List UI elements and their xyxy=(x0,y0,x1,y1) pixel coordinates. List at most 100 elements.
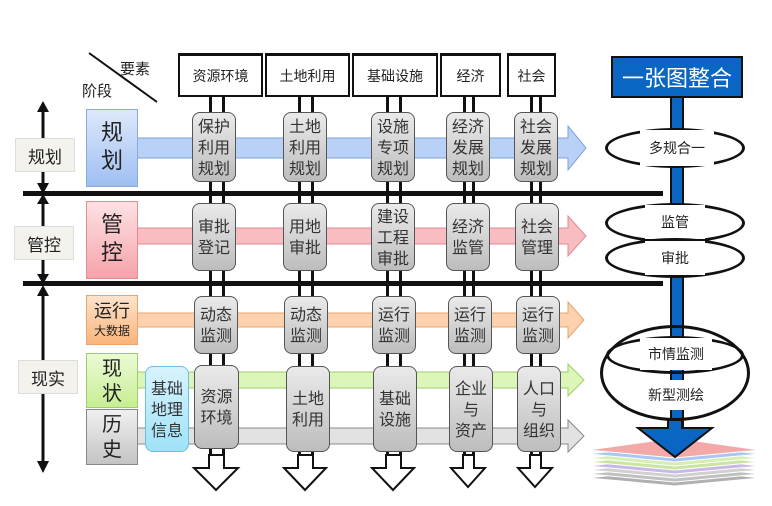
cell-line: 资产 xyxy=(454,420,487,440)
cell-control-economy: 经济监管 xyxy=(446,203,490,271)
cell-line: 审批 xyxy=(376,248,409,268)
column-header-infrastructure: 基础设施 xyxy=(352,53,438,97)
column-header-economy: 经济 xyxy=(440,53,501,97)
cell-operation-infrastructure: 运行监测 xyxy=(372,296,416,354)
cell-line: 设施 xyxy=(378,410,411,429)
row-head-char: 划 xyxy=(100,149,123,174)
column-header-society: 社会 xyxy=(507,53,556,97)
row-head-char: 管 xyxy=(100,213,123,238)
cell-line: 与 xyxy=(530,399,547,419)
cell-line: 监测 xyxy=(377,326,410,345)
column-header-resources: 资源环境 xyxy=(178,53,263,97)
cell-reality-resources: 资源环境 xyxy=(194,365,239,449)
row-head-char: 现 xyxy=(102,355,122,380)
cell-line: 审批 xyxy=(197,217,230,236)
cell-operation-economy: 运行监测 xyxy=(448,296,492,354)
cell-line: 资源 xyxy=(200,387,233,406)
cell-line: 规划 xyxy=(376,158,409,178)
cell-planning-society: 社会发展规划 xyxy=(514,112,558,182)
corner-diagonal xyxy=(88,52,158,103)
cell-line: 利用 xyxy=(291,410,324,429)
ring-label-multi-plan: 多规合一 xyxy=(640,130,714,166)
cell-line: 监管 xyxy=(451,238,484,257)
cell-line: 社会 xyxy=(520,217,553,236)
cell-reality-economy: 企业与资产 xyxy=(449,366,493,452)
cell-control-society: 社会管理 xyxy=(515,203,559,271)
cell-control-infrastructure: 建设工程审批 xyxy=(371,203,415,271)
ring-market-monitor xyxy=(606,336,744,374)
divider-planning-control xyxy=(23,191,663,196)
cell-control-land-use: 用地审批 xyxy=(283,203,327,271)
corner-label-stages: 阶段 xyxy=(82,82,113,100)
cell-line: 规划 xyxy=(451,158,484,178)
cell-reality-society: 人口与组织 xyxy=(517,366,561,452)
cell-line: 发展 xyxy=(451,137,484,157)
cell-control-resources: 审批登记 xyxy=(192,203,236,271)
row-head-current: 现 状 xyxy=(86,353,138,408)
cell-line: 环境 xyxy=(200,408,233,427)
ring-label-new-survey: 新型测绘 xyxy=(640,380,712,410)
cell-planning-economy: 经济发展规划 xyxy=(446,112,490,182)
row-head-operation: 运行 大数据 xyxy=(86,295,138,345)
cell-line: 运行 xyxy=(521,305,554,324)
ring-multi-plan xyxy=(605,128,745,168)
row-head-planning: 规 划 xyxy=(86,109,138,187)
cell-operation-land-use: 动态监测 xyxy=(284,296,328,354)
down-arrow-icon xyxy=(515,454,555,489)
cell-line: 地理 xyxy=(150,399,183,419)
row-head-char: 规 xyxy=(100,121,123,146)
row-head-char: 状 xyxy=(102,380,122,405)
cell-planning-land-use: 土地利用规划 xyxy=(283,112,327,182)
corner-label-elements: 要素 xyxy=(120,60,151,78)
cell-line: 土地 xyxy=(291,389,324,408)
row-head-char: 史 xyxy=(102,437,122,461)
row-head-big-data-label: 大数据 xyxy=(93,324,130,338)
cell-line: 用地 xyxy=(288,217,321,236)
stage-label-planning: 规划 xyxy=(15,138,75,172)
cell-operation-society: 运行监测 xyxy=(516,296,560,354)
integration-down-arrow-icon xyxy=(635,419,715,459)
cell-line: 动态 xyxy=(199,305,232,324)
ring-label-market-monitor: 市情监测 xyxy=(640,338,712,370)
ring-approval xyxy=(605,238,745,278)
cell-operation-resources: 动态监测 xyxy=(194,296,238,354)
cell-line: 监测 xyxy=(521,326,554,345)
divider-control-reality xyxy=(23,281,663,286)
cell-planning-resources: 保护利用规划 xyxy=(192,112,236,182)
cell-line: 专项 xyxy=(376,137,409,157)
cell-line: 经济 xyxy=(451,217,484,236)
cell-line: 管理 xyxy=(520,238,553,257)
cell-reality-land-use: 土地利用 xyxy=(286,366,330,452)
cell-line: 利用 xyxy=(197,137,230,157)
basic-geo-info-box: 基础 地理 信息 xyxy=(145,366,189,452)
ring-label-supervision: 监管 xyxy=(645,205,705,239)
cell-line: 基础 xyxy=(150,378,183,398)
down-arrow-icon xyxy=(191,454,241,492)
cell-line: 基础 xyxy=(378,389,411,408)
cell-line: 企业 xyxy=(454,378,487,398)
integration-title: 一张图整合 xyxy=(611,56,743,98)
cell-line: 土地 xyxy=(288,116,321,136)
cell-line: 动态 xyxy=(289,305,322,324)
cell-line: 经济 xyxy=(451,116,484,136)
stage-label-reality: 现实 xyxy=(18,360,78,394)
ring-label-approval: 审批 xyxy=(645,241,705,275)
cell-line: 规划 xyxy=(519,158,552,178)
cell-line: 人口 xyxy=(522,378,555,398)
cell-line: 规划 xyxy=(197,158,230,178)
cell-line: 运行 xyxy=(377,305,410,324)
cell-line: 监测 xyxy=(453,326,486,345)
cell-planning-infrastructure: 设施专项规划 xyxy=(371,112,415,182)
down-arrow-icon xyxy=(281,454,329,492)
cell-line: 监测 xyxy=(289,326,322,345)
column-header-land-use: 土地利用 xyxy=(265,53,350,97)
row-head-history: 历 史 xyxy=(86,409,138,465)
down-arrow-icon xyxy=(369,454,417,492)
row-head-char: 历 xyxy=(102,412,122,436)
cell-line: 审批 xyxy=(288,238,321,257)
row-head-control: 管 控 xyxy=(86,201,138,279)
cell-line: 设施 xyxy=(376,116,409,136)
row-head-char: 控 xyxy=(100,241,123,266)
